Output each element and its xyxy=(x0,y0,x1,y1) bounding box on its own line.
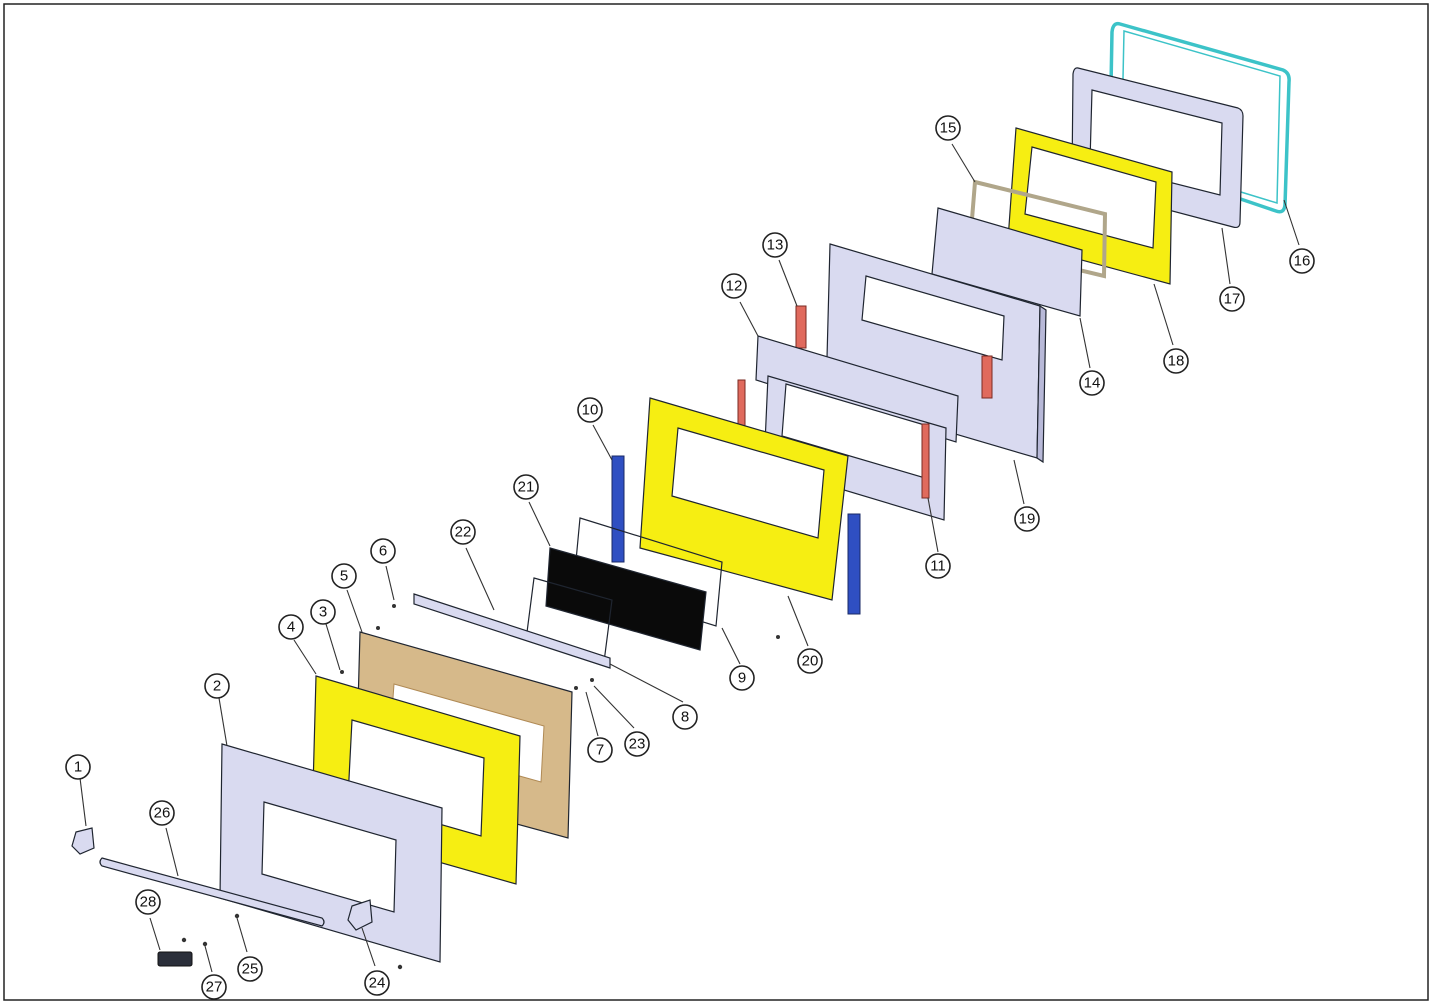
part-10-hinge xyxy=(611,455,861,615)
callout-27: 27 xyxy=(201,974,227,1000)
svg-text:11: 11 xyxy=(930,558,946,575)
callout-10: 10 xyxy=(577,397,603,423)
svg-text:17: 17 xyxy=(1224,291,1241,308)
svg-text:12: 12 xyxy=(726,278,743,295)
callout-20: 20 xyxy=(797,648,823,674)
part-14-glass-panel xyxy=(931,207,1083,317)
part-21-black-glass xyxy=(545,547,707,651)
callout-11: 11 xyxy=(925,553,951,579)
svg-text:22: 22 xyxy=(455,524,472,541)
svg-text:1: 1 xyxy=(74,759,82,776)
callout-13: 13 xyxy=(762,232,788,258)
svg-text:19: 19 xyxy=(1019,511,1036,528)
callout-16: 16 xyxy=(1289,248,1315,274)
callout-9: 9 xyxy=(729,665,755,691)
part-22-rail xyxy=(413,593,611,669)
svg-text:15: 15 xyxy=(940,120,957,137)
callout-12: 12 xyxy=(721,273,747,299)
svg-text:7: 7 xyxy=(596,742,604,759)
callout-21: 21 xyxy=(513,474,539,500)
svg-text:26: 26 xyxy=(154,805,171,822)
screws xyxy=(181,604,780,970)
callout-4: 4 xyxy=(278,614,304,640)
svg-text:21: 21 xyxy=(518,479,535,496)
svg-text:24: 24 xyxy=(369,975,386,992)
callout-18: 18 xyxy=(1163,348,1189,374)
svg-text:20: 20 xyxy=(802,653,819,670)
part-13-bracket xyxy=(795,305,807,349)
callout-7: 7 xyxy=(587,737,613,763)
svg-text:5: 5 xyxy=(340,568,348,585)
callout-1: 1 xyxy=(65,754,91,780)
callout-2: 2 xyxy=(204,673,230,699)
svg-text:9: 9 xyxy=(738,670,746,687)
callout-17: 17 xyxy=(1219,286,1245,312)
callout-8: 8 xyxy=(672,704,698,730)
part-13-bracket-b xyxy=(981,355,993,399)
svg-text:10: 10 xyxy=(582,402,599,419)
callout-15: 15 xyxy=(935,115,961,141)
callout-22: 22 xyxy=(450,519,476,545)
callout-24: 24 xyxy=(364,970,390,996)
part-1-handle-bracket xyxy=(71,827,95,855)
svg-text:6: 6 xyxy=(379,543,387,560)
part-11-rod-b xyxy=(921,423,930,499)
svg-text:25: 25 xyxy=(242,961,259,978)
svg-text:28: 28 xyxy=(140,894,157,911)
svg-text:23: 23 xyxy=(629,736,646,753)
callout-19: 19 xyxy=(1014,506,1040,532)
svg-text:16: 16 xyxy=(1294,253,1311,270)
callout-6: 6 xyxy=(370,538,396,564)
svg-text:18: 18 xyxy=(1168,353,1185,370)
diagram-border xyxy=(3,3,1429,1001)
part-12-deflector xyxy=(755,335,959,521)
callout-28: 28 xyxy=(135,889,161,915)
svg-text:13: 13 xyxy=(767,237,784,254)
svg-text:3: 3 xyxy=(319,604,327,621)
callout-14: 14 xyxy=(1079,370,1105,396)
callout-5: 5 xyxy=(331,563,357,589)
svg-text:4: 4 xyxy=(287,619,295,636)
svg-text:2: 2 xyxy=(213,678,221,695)
callout-23: 23 xyxy=(624,731,650,757)
part-24-handle-bracket xyxy=(347,899,373,931)
callout-3: 3 xyxy=(310,599,336,625)
svg-text:8: 8 xyxy=(681,709,689,726)
callouts: 1 2 3 4 5 6 7 8 9 10 11 12 13 14 15 16 1… xyxy=(65,115,1315,1000)
part-28-badge xyxy=(157,951,193,967)
svg-text:14: 14 xyxy=(1084,375,1101,392)
part-26-handle-bar xyxy=(99,857,325,927)
callout-25: 25 xyxy=(237,956,263,982)
svg-text:27: 27 xyxy=(206,979,223,996)
callout-26: 26 xyxy=(149,800,175,826)
leader-lines xyxy=(79,143,1300,973)
part-20-yellow-frame xyxy=(639,397,849,601)
